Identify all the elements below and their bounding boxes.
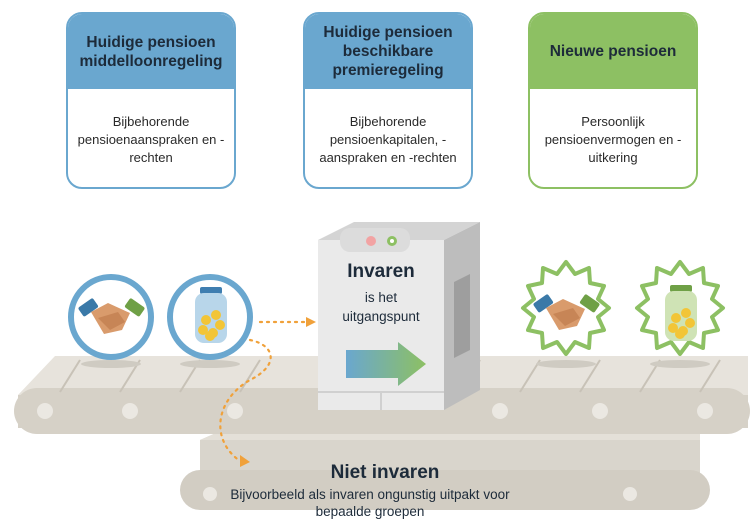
card-body: Persoonlijk pensioenvermogen en -uitkeri… (544, 114, 682, 165)
card-nieuwe-pensioen: Nieuwe pensioen Persoonlijk pensioenverm… (528, 12, 698, 189)
niet-invaren-subtitle: Bijvoorbeeld als invaren ongunstig uitpa… (230, 487, 510, 519)
card-premieregeling: Huidige pensioen beschikbare premieregel… (303, 12, 473, 189)
handshake-icon-left (68, 274, 154, 368)
card-body: Bijbehorende pensioenkapitalen, -aanspra… (319, 114, 457, 165)
invaren-subtitle: is het uitgangspunt (342, 290, 420, 324)
card-title: Huidige pensioen middelloonregeling (68, 14, 234, 89)
card-body: Bijbehorende pensioenaanspraken en -rech… (77, 114, 225, 165)
invaren-machine (318, 222, 480, 410)
niet-invaren-title: Niet invaren (330, 462, 440, 483)
card-title: Huidige pensioen beschikbare premieregel… (305, 14, 471, 89)
card-title: Nieuwe pensioen (530, 14, 696, 89)
invaren-title: Invaren (347, 261, 415, 282)
jar-icon-left (167, 274, 253, 368)
jar-icon-right (635, 260, 725, 368)
card-middelloonregeling: Huidige pensioen middelloonregeling Bijb… (66, 12, 236, 189)
dotted-arrows (219, 320, 310, 463)
handshake-icon-right (521, 260, 611, 368)
